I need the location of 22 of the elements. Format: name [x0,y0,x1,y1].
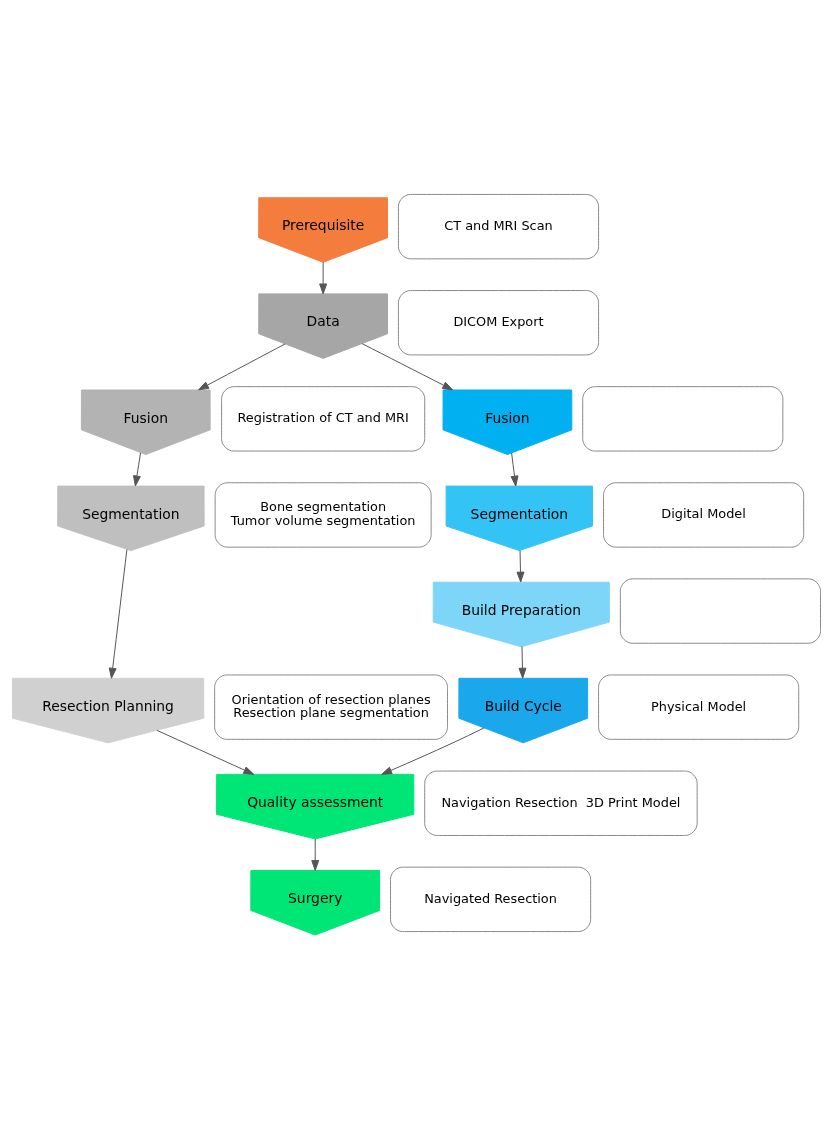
arrow [518,646,527,679]
arrow [381,727,485,775]
arrow [361,343,454,391]
node-box: Digital Model [603,482,805,548]
node-box: DICOM Export [397,290,600,356]
node-box [619,578,821,644]
node-box: Navigated Resection [390,866,592,933]
node-box: Navigation Resection 3D Print Model [424,770,698,836]
arrow [516,549,525,583]
arrow [156,729,255,775]
node-box: CT and MRI Scan [397,193,600,260]
node-box [582,386,784,452]
node-box: Physical Model [598,674,800,740]
node-box: Bone segmentation Tumor volume segmentation [214,482,432,548]
arrow [132,452,142,487]
arrow [510,452,519,487]
arrow [319,261,328,295]
arrow [198,343,286,391]
node-box: Orientation of resection planes Resection plane segmentation [214,674,448,740]
node-box: Registration of CT and MRI [221,386,426,452]
arrow [108,549,128,679]
arrow [311,838,320,871]
